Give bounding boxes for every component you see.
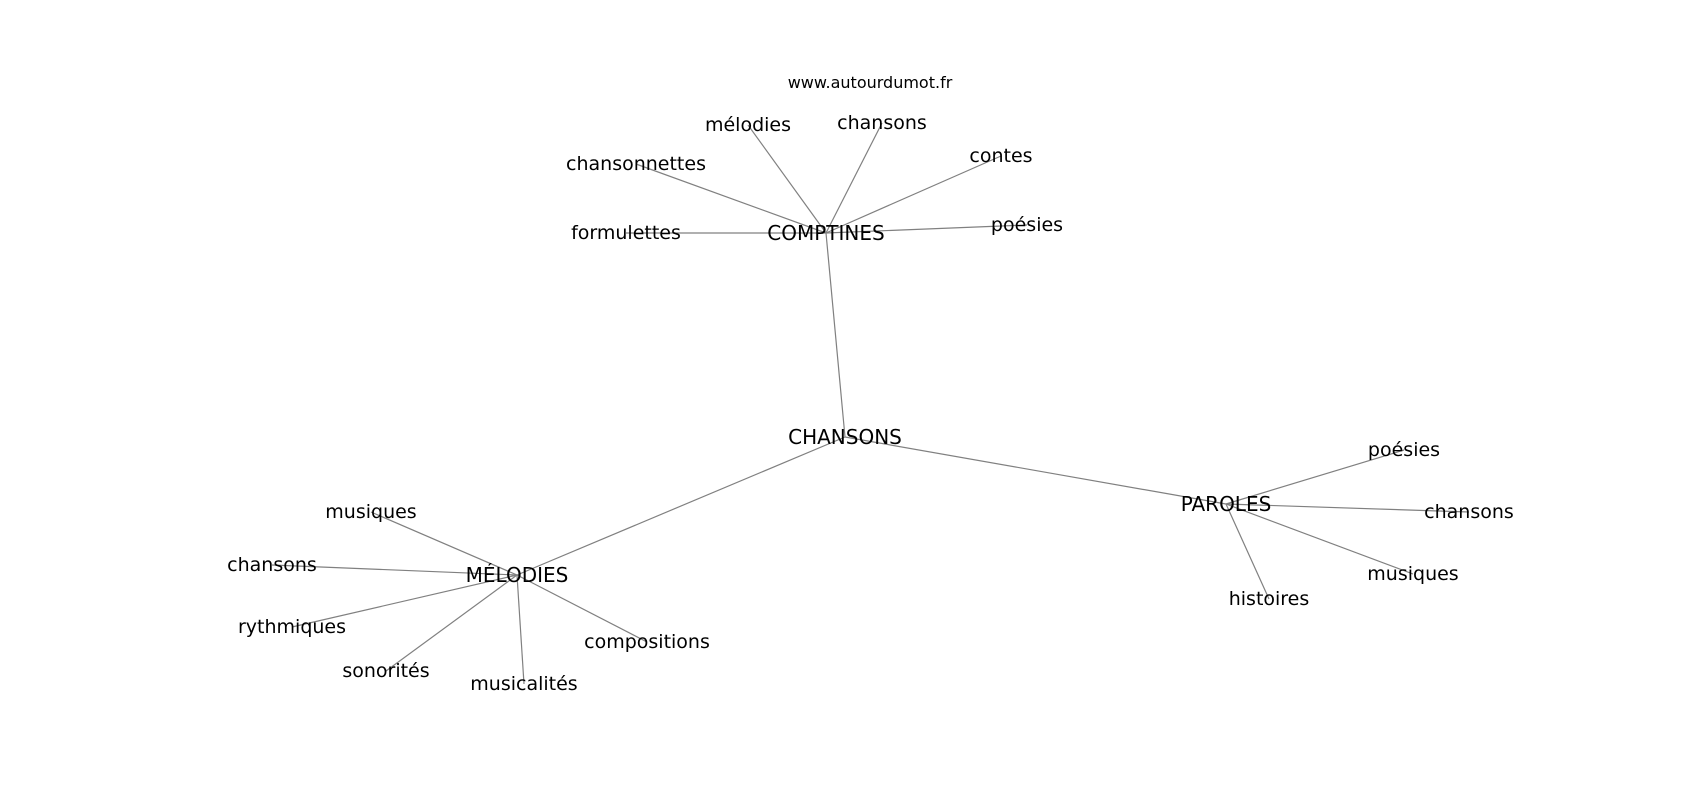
edge-center-comptines [825,232,846,438]
leaf-node-comptines-0[interactable]: mélodies [705,114,791,136]
edge-melodies-3 [385,574,518,672]
edge-center-paroles [844,436,1227,505]
leaf-node-comptines-4[interactable]: formulettes [571,222,681,244]
edge-comptines-0 [747,124,827,234]
edge-comptines-1 [825,122,883,234]
edge-melodies-0 [370,511,518,576]
leaf-node-melodies-3[interactable]: sonorités [342,660,429,682]
edge-comptines-3 [825,155,1002,234]
leaf-node-paroles-3[interactable]: histoires [1229,588,1310,610]
leaf-node-melodies-1[interactable]: chansons [227,554,317,576]
leaf-node-paroles-0[interactable]: poésies [1368,439,1440,461]
edge-melodies-2 [291,574,518,628]
hub-node-comptines[interactable]: COMPTINES [767,221,884,245]
edge-melodies-5 [516,574,648,643]
site-url[interactable]: www.autourdumot.fr [788,73,953,92]
hub-node-paroles[interactable]: PAROLES [1181,492,1272,516]
hub-node-melodies[interactable]: MÉLODIES [466,563,569,587]
leaf-node-melodies-4[interactable]: musicalités [470,673,577,695]
leaf-node-paroles-2[interactable]: musiques [1367,563,1458,585]
leaf-node-melodies-5[interactable]: compositions [584,631,710,653]
leaf-node-comptines-2[interactable]: chansonnettes [566,153,706,175]
leaf-node-melodies-0[interactable]: musiques [325,501,416,523]
edge-paroles-3 [1225,503,1270,600]
center-node-label[interactable]: CHANSONS [788,425,902,449]
edge-center-melodies [516,436,846,576]
nodes-layer: CHANSONS COMPTINES mélodies chansons chanson… [227,112,1514,695]
edge-paroles-1 [1225,503,1470,513]
edge-paroles-0 [1225,449,1405,505]
edge-comptines-5 [825,224,1028,234]
edge-comptines-2 [635,163,827,234]
edge-melodies-4 [516,574,525,685]
leaf-node-comptines-1[interactable]: chansons [837,112,927,134]
edges-layer [271,122,1470,685]
leaf-node-melodies-2[interactable]: rythmiques [238,616,346,638]
leaf-node-comptines-3[interactable]: contes [969,145,1032,167]
edge-paroles-2 [1225,503,1414,575]
leaf-node-comptines-5[interactable]: poésies [991,214,1063,236]
leaf-node-paroles-1[interactable]: chansons [1424,501,1514,523]
edge-melodies-1 [271,564,518,576]
